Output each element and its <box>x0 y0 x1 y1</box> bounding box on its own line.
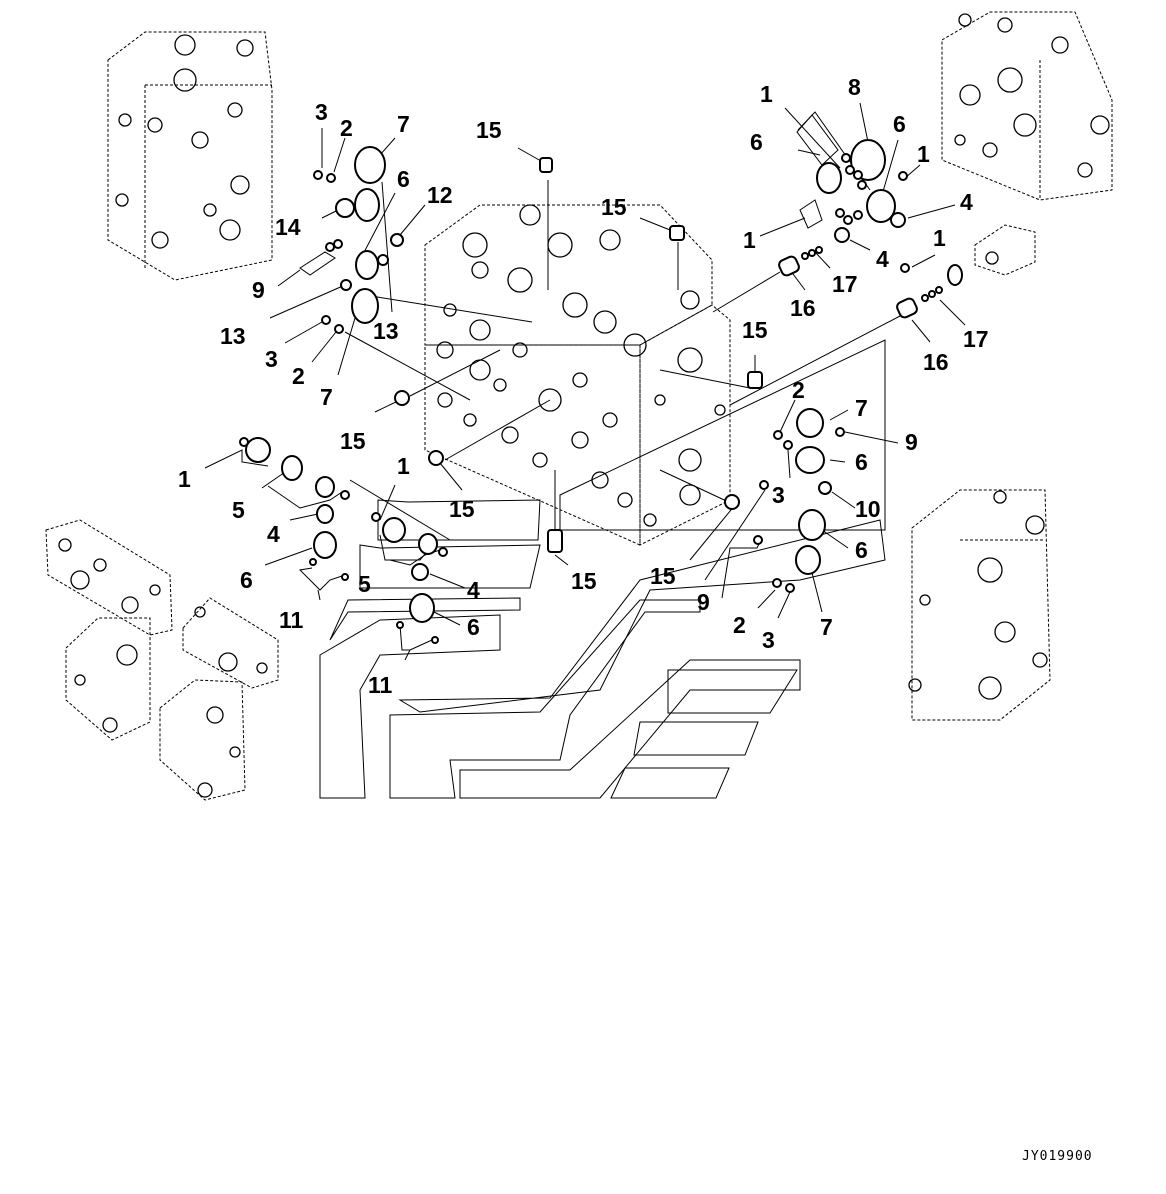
valve-body-ports <box>436 204 726 527</box>
callout-15: 15 <box>742 317 768 343</box>
callout-6: 6 <box>855 537 868 563</box>
callout-11: 11 <box>368 672 393 698</box>
callout-15: 15 <box>571 568 597 594</box>
callout-15: 15 <box>449 496 475 522</box>
callout-6: 6 <box>240 567 253 593</box>
callout-1: 1 <box>917 141 930 167</box>
callout-6: 6 <box>750 129 763 155</box>
callout-7: 7 <box>397 111 410 137</box>
callout-1: 1 <box>397 453 410 479</box>
callout-1: 1 <box>933 225 946 251</box>
callout-15: 15 <box>340 428 366 454</box>
callout-12: 12 <box>427 182 453 208</box>
seal-parts <box>239 114 963 644</box>
callout-6: 6 <box>467 614 480 640</box>
callout-9: 9 <box>697 589 710 615</box>
valve-section-left-lower <box>45 519 279 801</box>
callout-9: 9 <box>905 429 918 455</box>
callout-13: 13 <box>373 318 399 344</box>
callout-6: 6 <box>893 111 906 137</box>
callout-4: 4 <box>467 577 480 603</box>
callout-6: 6 <box>855 449 868 475</box>
callout-3: 3 <box>315 99 328 125</box>
callout-6: 6 <box>397 166 410 192</box>
valve-section-top-left <box>107 31 273 281</box>
callout-15: 15 <box>601 194 627 220</box>
background-logo-outline <box>319 339 886 799</box>
callout-2: 2 <box>340 115 353 141</box>
diagram-code: JY019900 <box>1022 1149 1093 1164</box>
callout-3: 3 <box>265 346 278 372</box>
callout-4: 4 <box>267 521 280 547</box>
callout-17: 17 <box>963 326 989 352</box>
small-valve-block <box>974 224 1036 276</box>
callout-7: 7 <box>820 614 833 640</box>
callout-1: 1 <box>178 466 191 492</box>
callout-1: 1 <box>743 227 756 253</box>
callout-4: 4 <box>876 246 889 272</box>
callout-2: 2 <box>733 612 746 638</box>
callout-5: 5 <box>232 497 245 523</box>
callout-2: 2 <box>292 363 305 389</box>
valve-section-top-right <box>941 11 1113 201</box>
callout-13: 13 <box>220 323 246 349</box>
valve-section-right <box>908 489 1051 721</box>
callout-15: 15 <box>650 563 676 589</box>
callout-16: 16 <box>923 349 949 375</box>
callout-14: 14 <box>275 214 301 240</box>
callout-10: 10 <box>855 496 881 522</box>
callout-16: 16 <box>790 295 816 321</box>
callout-3: 3 <box>772 482 785 508</box>
callout-17: 17 <box>832 271 858 297</box>
callout-15: 15 <box>476 117 502 143</box>
callout-4: 4 <box>960 189 973 215</box>
leader-lines <box>204 102 966 661</box>
callout-2: 2 <box>792 377 805 403</box>
callout-7: 7 <box>855 395 868 421</box>
main-valve-body <box>424 204 731 546</box>
callout-1: 1 <box>760 81 773 107</box>
callout-11: 11 <box>279 607 304 633</box>
callout-8: 8 <box>848 74 861 100</box>
callout-5: 5 <box>358 571 371 597</box>
callout-3: 3 <box>762 627 775 653</box>
callout-7: 7 <box>320 384 333 410</box>
callout-labels: 1 1 1 1 1 1 2 2 2 2 3 3 3 3 4 4 4 4 5 5 … <box>178 74 989 698</box>
callout-9: 9 <box>252 277 265 303</box>
